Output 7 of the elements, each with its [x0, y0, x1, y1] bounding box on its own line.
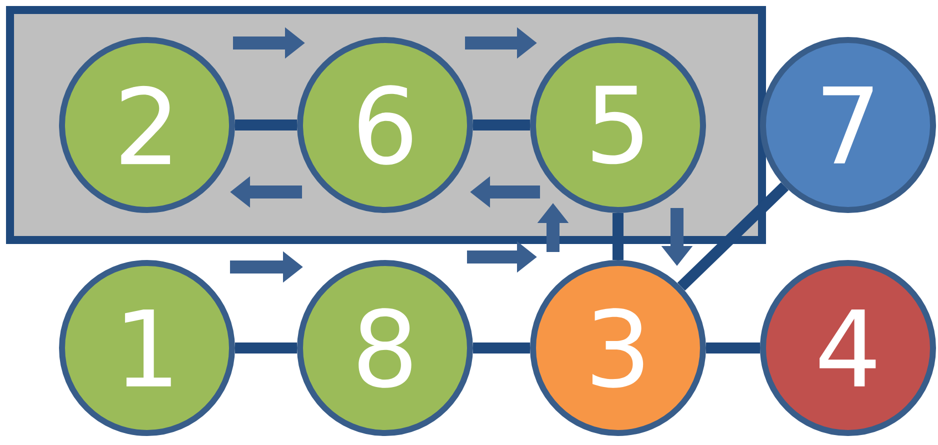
connector-line	[706, 342, 760, 354]
connector-line	[235, 119, 297, 130]
connector-line	[473, 119, 530, 130]
connector-line	[612, 212, 624, 260]
connector-line	[235, 342, 297, 354]
connector-line	[473, 342, 530, 354]
connector-line	[677, 182, 789, 291]
